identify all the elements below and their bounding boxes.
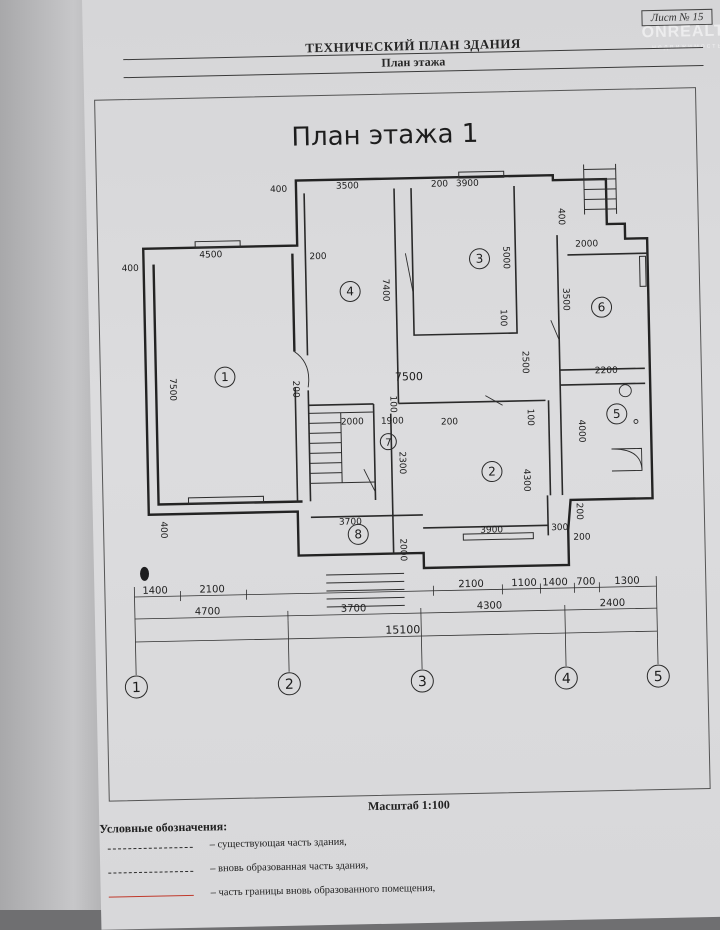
dim-room1-height: 7500	[167, 378, 177, 401]
dim-left-edge: 400	[122, 264, 140, 274]
dim-wall-200b: 200	[441, 417, 459, 427]
dim-room3-height: 5000	[500, 246, 510, 269]
room-number-4: 4	[346, 284, 354, 298]
dimension-chain-2: 4700 3700 4300 2400	[195, 598, 626, 618]
dim-stair-width: 2000	[341, 417, 364, 427]
dim-hall-width: 1900	[381, 416, 404, 426]
dimension-lines	[133, 576, 659, 676]
legend-line	[108, 894, 194, 898]
stair-1	[308, 411, 376, 484]
room-markers	[214, 248, 628, 545]
dim-room6-height: 3500	[560, 288, 570, 311]
chain-dim: 700	[576, 576, 595, 587]
axis-circle	[646, 664, 670, 688]
axis-label: 4	[562, 671, 571, 687]
dim-wall-300: 300	[551, 523, 569, 533]
room-number-1: 1	[221, 370, 229, 384]
axis-label: 2	[285, 677, 294, 693]
chain-dim: 4300	[477, 600, 503, 612]
dim-room2-height: 4300	[521, 469, 531, 492]
dim-hall-height: 2300	[397, 451, 407, 474]
legend-text: – вновь образованная часть здания,	[210, 860, 369, 875]
dim-wall-200c: 200	[574, 503, 584, 521]
dim-wall-100b: 100	[525, 409, 535, 427]
room-number-2: 2	[488, 464, 496, 478]
legend-text: – существующая часть здания,	[209, 836, 347, 851]
dim-top-1: 400	[270, 185, 288, 195]
dim-top-3: 200	[431, 179, 449, 189]
legend-line	[108, 870, 194, 874]
dim-room3-wall: 100	[498, 309, 508, 327]
door-swings	[294, 253, 560, 493]
dim-wall-100a: 100	[387, 395, 397, 413]
chain-dim: 4700	[195, 606, 221, 618]
chain-dim: 2100	[199, 584, 225, 596]
overall-dimension: 15100	[385, 623, 420, 637]
dim-room5-width: 2200	[595, 366, 618, 376]
room-number-7: 7	[385, 438, 392, 449]
room-dimensions: 400 3500 200 3900 4500 400 7500 200 7400…	[122, 179, 619, 562]
dim-room4-height: 7400	[380, 279, 390, 302]
axis-circle	[277, 672, 301, 696]
stair-2	[326, 163, 618, 608]
axis-circle	[410, 669, 434, 693]
dim-top-4: 3900	[456, 179, 479, 189]
axis-label: 1	[132, 680, 141, 696]
legend-title: Условные обозначения:	[99, 819, 228, 836]
dimension-chain-1: 1400 2100 2100 1100 1400 700 1300	[142, 575, 640, 596]
room-number-8: 8	[354, 527, 362, 541]
axis-labels: 1 2 3 4 5	[132, 669, 663, 696]
dim-corridor-width: 7500	[395, 370, 423, 384]
dim-sep-200: 200	[309, 252, 327, 262]
dim-small-wall: 400	[555, 208, 565, 226]
plan-title: План этажа 1	[291, 119, 478, 153]
dim-corridor-height: 2500	[519, 351, 529, 374]
dim-room8-width: 3700	[339, 517, 362, 527]
dim-wall-200a: 200	[290, 381, 300, 399]
chain-dim: 1400	[542, 577, 568, 589]
dim-room1-width: 4500	[199, 250, 222, 260]
chain-dim: 3700	[341, 603, 367, 615]
room-number-3: 3	[476, 252, 484, 266]
inner-walls	[294, 185, 648, 554]
axis-markers	[124, 664, 670, 699]
chain-dim: 2100	[458, 579, 484, 591]
dim-room6-width: 2000	[575, 239, 598, 249]
dim-room5-height: 4000	[576, 420, 586, 443]
room-number-6: 6	[598, 300, 606, 314]
floor-plan-drawing: План этажа 1	[122, 119, 670, 699]
axis-circle	[124, 675, 148, 699]
axis-label: 5	[654, 669, 663, 685]
chain-dim: 1100	[511, 578, 537, 590]
sanitary-fixtures	[611, 384, 643, 472]
document-sheet: Лист № 15 ONREALT недвижимость ТЕХНИЧЕСК…	[82, 0, 720, 930]
axis-label: 3	[418, 674, 427, 690]
room-numbers: 1 2 3 4 5 6 7 8	[221, 252, 621, 542]
room-number-5: 5	[613, 407, 621, 421]
axis-circle	[554, 666, 578, 690]
dim-room8-height: 2000	[397, 538, 407, 561]
legend-text: – часть границы вновь образованного поме…	[210, 882, 436, 899]
dim-wall-200d: 200	[573, 532, 591, 542]
legend-item: – часть границы вновь образованного поме…	[101, 878, 661, 906]
legend-line	[107, 846, 193, 850]
chain-dim: 1400	[142, 585, 168, 597]
dim-top-2: 3500	[336, 181, 359, 191]
windows	[187, 170, 647, 541]
dim-room2-width: 3900	[480, 525, 503, 535]
chain-dim: 1300	[614, 575, 640, 587]
dim-bottom-wall: 400	[158, 521, 168, 539]
legend-item: – вновь образованная часть здания,	[100, 854, 660, 882]
chain-dim: 2400	[600, 598, 626, 610]
